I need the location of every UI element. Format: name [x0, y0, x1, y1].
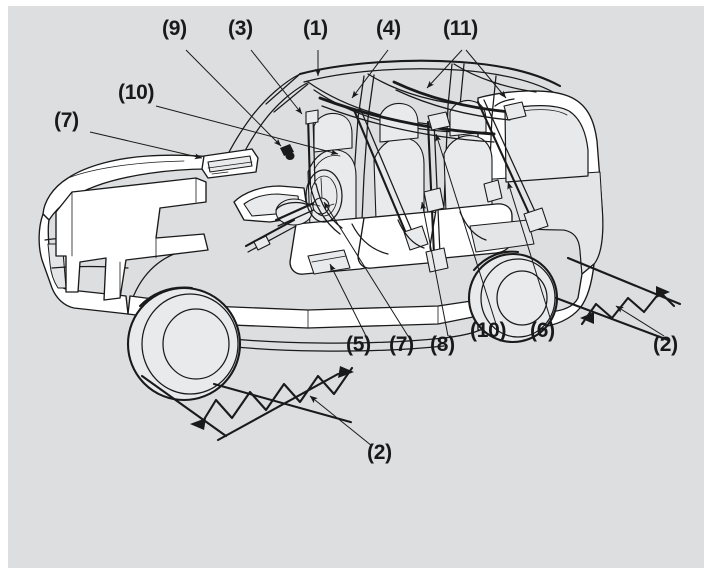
callout-label-4: (4) [376, 17, 401, 40]
impact-sensor-group [280, 144, 295, 160]
dashboard-steering-group [201, 148, 343, 253]
callout-label-5: (5) [346, 333, 371, 356]
front-impact-indicator [140, 366, 354, 442]
callout-label-7-bottom: (7) [389, 333, 414, 356]
callout-label-11: (11) [443, 17, 478, 40]
callout-label-9: (9) [162, 17, 187, 40]
callout-label-2-bottom: (2) [367, 441, 392, 464]
leader-lines-group [89, 49, 665, 447]
callout-label-1: (1) [303, 17, 328, 40]
callout-label-7-left: (7) [54, 109, 79, 132]
callout-label-10-bottom: (10) [470, 319, 507, 342]
srs-control-unit-group [307, 249, 351, 275]
diagram-panel: .ln { fill:none; stroke:#1a1a1a; stroke-… [8, 6, 704, 568]
callout-label-2-right: (2) [653, 333, 678, 356]
callout-label-10-left: (10) [118, 81, 155, 104]
rear-impact-indicator [554, 256, 682, 342]
callout-label-8: (8) [430, 333, 455, 356]
curtain-airbag-group [318, 80, 527, 143]
callout-label-3: (3) [228, 17, 253, 40]
vehicle-cutaway-illustration: .ln { fill:none; stroke:#1a1a1a; stroke-… [38, 49, 682, 447]
callout-label-6: (6) [530, 319, 555, 342]
